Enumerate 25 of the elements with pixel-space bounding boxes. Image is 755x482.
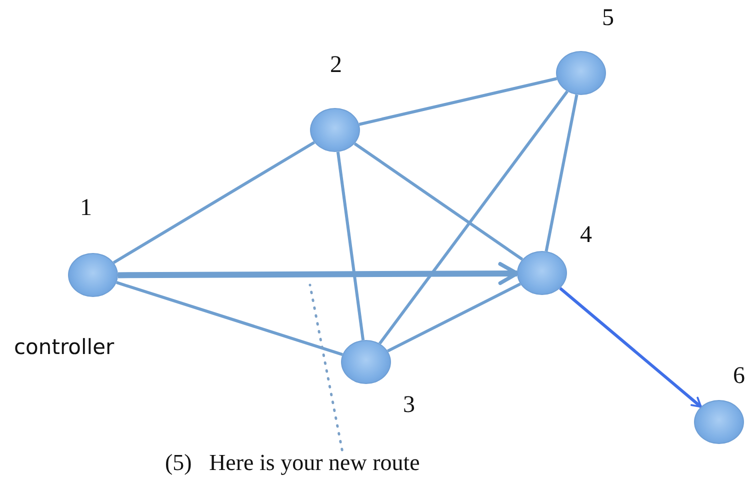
link-line bbox=[358, 77, 558, 126]
node-number: 6 bbox=[733, 363, 745, 390]
leader-line bbox=[308, 284, 344, 452]
node-number: 5 bbox=[602, 5, 614, 32]
link-line bbox=[336, 152, 365, 340]
node-circle bbox=[694, 400, 744, 444]
arrow bbox=[559, 287, 702, 408]
node-number: 3 bbox=[403, 392, 415, 419]
arrow bbox=[118, 262, 519, 286]
node-circle bbox=[517, 251, 567, 295]
node-circle bbox=[341, 340, 391, 384]
link-line bbox=[116, 281, 343, 356]
link-line bbox=[354, 142, 524, 261]
node-number: 2 bbox=[330, 52, 342, 79]
link-line bbox=[378, 90, 568, 344]
node-label: controller bbox=[14, 335, 114, 359]
node-number: 1 bbox=[80, 195, 92, 222]
link-line bbox=[112, 141, 316, 264]
node-circle bbox=[310, 108, 360, 152]
node-circle bbox=[68, 253, 118, 297]
node-circle bbox=[556, 51, 606, 95]
caption-text: (5) Here is your new route bbox=[165, 450, 420, 476]
node-number: 4 bbox=[580, 222, 592, 249]
link-line bbox=[387, 282, 521, 352]
link-line bbox=[544, 94, 578, 252]
